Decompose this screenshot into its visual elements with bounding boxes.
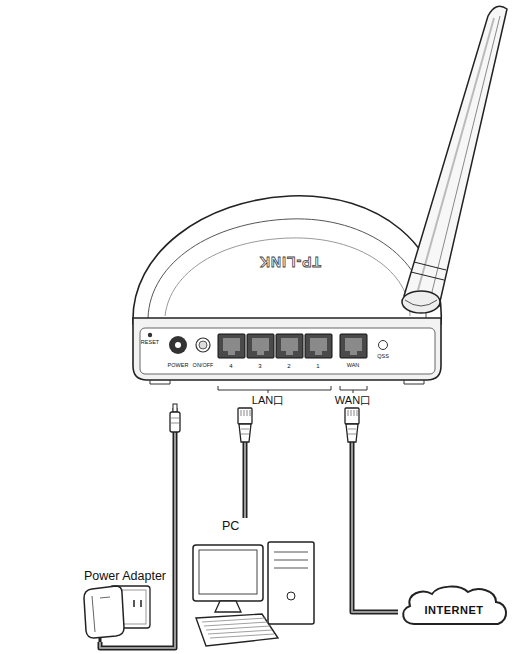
antenna — [404, 6, 507, 306]
tower-bays — [274, 552, 308, 568]
lan-bracket — [218, 386, 331, 393]
port-group-label: LAN口 — [251, 395, 285, 406]
antenna-joint — [411, 262, 446, 280]
node-text: RESET — [141, 340, 159, 346]
port-socket — [223, 338, 240, 351]
keyboard-keys — [210, 634, 274, 638]
adapter-body — [84, 586, 124, 638]
node-text: 1 — [316, 363, 319, 369]
pc-drawing — [193, 542, 314, 646]
keyboard-keys — [202, 618, 266, 622]
reset-hole — [148, 333, 152, 337]
antenna-hinge — [402, 291, 440, 313]
lan-plug-contacts — [241, 410, 250, 416]
internet-cloud — [403, 587, 506, 624]
socket-holes — [134, 600, 141, 607]
antenna-highlight — [418, 18, 494, 290]
keyboard-keys — [208, 630, 272, 634]
port-tab — [315, 351, 322, 355]
keyboard — [196, 614, 278, 646]
port-tab — [228, 351, 235, 355]
port-socket — [345, 338, 362, 351]
wan-bracket — [340, 386, 367, 393]
antenna-hinge-ring — [405, 300, 437, 306]
node-text: Power Adapter — [84, 570, 166, 583]
lan-plug-grip — [241, 429, 249, 434]
qss-button — [379, 341, 388, 350]
wan-plug-grip — [348, 429, 356, 434]
ethernet-port — [247, 334, 274, 358]
router-ridge — [148, 219, 426, 318]
power-plug-grip — [171, 418, 179, 423]
power-plug-body — [170, 412, 180, 432]
router-node: TP-LINK RESET POWER ON/OFF 4 3 2 1 WAN QSS — [118, 130, 448, 408]
port-tab — [350, 351, 357, 355]
monitor-screen — [199, 550, 257, 594]
ethernet-port — [218, 334, 245, 358]
power-button-cap — [199, 341, 207, 349]
port-socket — [252, 338, 269, 351]
monitor — [193, 545, 263, 601]
node-text: 4 — [229, 363, 232, 369]
tower-button — [287, 592, 295, 600]
node-text: QSS — [377, 354, 389, 360]
cable-outline — [352, 408, 398, 612]
cable-outline — [100, 408, 175, 648]
router-foot — [150, 380, 424, 384]
pc-node: PC — [188, 518, 322, 652]
node-text: ON/OFF — [193, 363, 214, 369]
internet-cloud-node: INTERNET — [398, 584, 510, 628]
router-top-shell — [133, 196, 441, 324]
ethernet-port — [305, 334, 332, 358]
pc-tower — [268, 542, 314, 624]
lan-plug-head — [238, 408, 252, 424]
antenna-shade — [430, 16, 500, 300]
port-group-label: WAN口 — [334, 395, 372, 406]
port-recess — [140, 328, 435, 374]
pc-node-shape — [188, 518, 322, 652]
power-jack — [169, 336, 187, 354]
keyboard-keys — [206, 626, 270, 630]
router-ridge — [165, 238, 410, 316]
node-text: PC — [222, 520, 239, 533]
adapter-cord — [99, 637, 102, 642]
node-text: TP-LINK — [259, 255, 321, 269]
wan-plug-boot — [346, 424, 358, 442]
port-socket — [281, 338, 298, 351]
wan-plug-contacts — [348, 410, 357, 416]
port-tab — [286, 351, 293, 355]
adapter-drawing — [84, 586, 150, 642]
port-socket — [310, 338, 327, 351]
power-plug-pin — [173, 404, 177, 412]
node-text: WAN — [347, 363, 360, 369]
lan-plug-boot — [239, 424, 251, 442]
port-tab — [257, 351, 264, 355]
ethernet-port — [276, 334, 303, 358]
wan-plug-head — [345, 408, 359, 424]
cable-connector — [352, 408, 398, 612]
router-node-shape — [118, 130, 448, 408]
monitor-stand — [215, 601, 241, 612]
cable-core — [352, 408, 398, 612]
node-text: 3 — [258, 363, 261, 369]
power-button — [196, 338, 210, 352]
adapter-node: Power Adapter — [78, 568, 178, 642]
router-front-panel — [133, 318, 441, 380]
cable-core — [100, 408, 175, 648]
power-jack-pin — [175, 342, 181, 348]
ethernet-port — [340, 334, 367, 358]
adapter-detail — [92, 596, 110, 632]
cable-connector — [100, 408, 175, 648]
keyboard-keys — [204, 622, 268, 626]
node-text: INTERNET — [425, 605, 484, 616]
router-drawing — [133, 196, 441, 384]
node-text: 2 — [287, 363, 290, 369]
node-text: POWER — [168, 363, 189, 369]
